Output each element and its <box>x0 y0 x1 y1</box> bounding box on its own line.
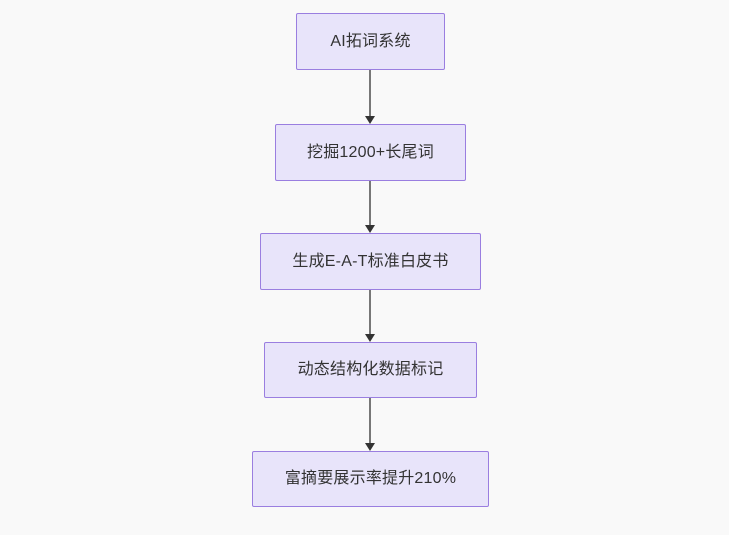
flow-node-4-label: 动态结构化数据标记 <box>297 361 444 378</box>
flow-edge-3-line <box>369 290 371 334</box>
flow-edge-1-line <box>369 70 371 116</box>
flow-edge-1-arrowhead-icon <box>365 116 375 124</box>
flow-node-2[interactable]: 挖掘1200+长尾词 <box>275 124 466 181</box>
flow-edge-3-arrowhead-icon <box>365 334 375 342</box>
flow-edge-2 <box>365 181 375 233</box>
flow-edge-3 <box>365 290 375 342</box>
flow-node-5[interactable]: 富摘要展示率提升210% <box>252 451 489 507</box>
flow-edge-2-arrowhead-icon <box>365 225 375 233</box>
flow-node-4[interactable]: 动态结构化数据标记 <box>264 342 477 398</box>
flow-edge-2-line <box>369 181 371 225</box>
flow-edge-4-arrowhead-icon <box>365 443 375 451</box>
flow-edge-4 <box>365 398 375 451</box>
flow-edge-1 <box>365 70 375 124</box>
flow-node-5-label: 富摘要展示率提升210% <box>284 470 457 487</box>
flow-edge-4-line <box>369 398 371 443</box>
flow-node-1[interactable]: AI拓词系统 <box>296 13 445 70</box>
flow-node-2-label: 挖掘1200+长尾词 <box>307 143 434 161</box>
flow-node-3[interactable]: 生成E-A-T标准白皮书 <box>260 233 481 290</box>
flow-node-1-label: AI拓词系统 <box>330 32 411 50</box>
flow-node-3-label: 生成E-A-T标准白皮书 <box>292 252 449 270</box>
